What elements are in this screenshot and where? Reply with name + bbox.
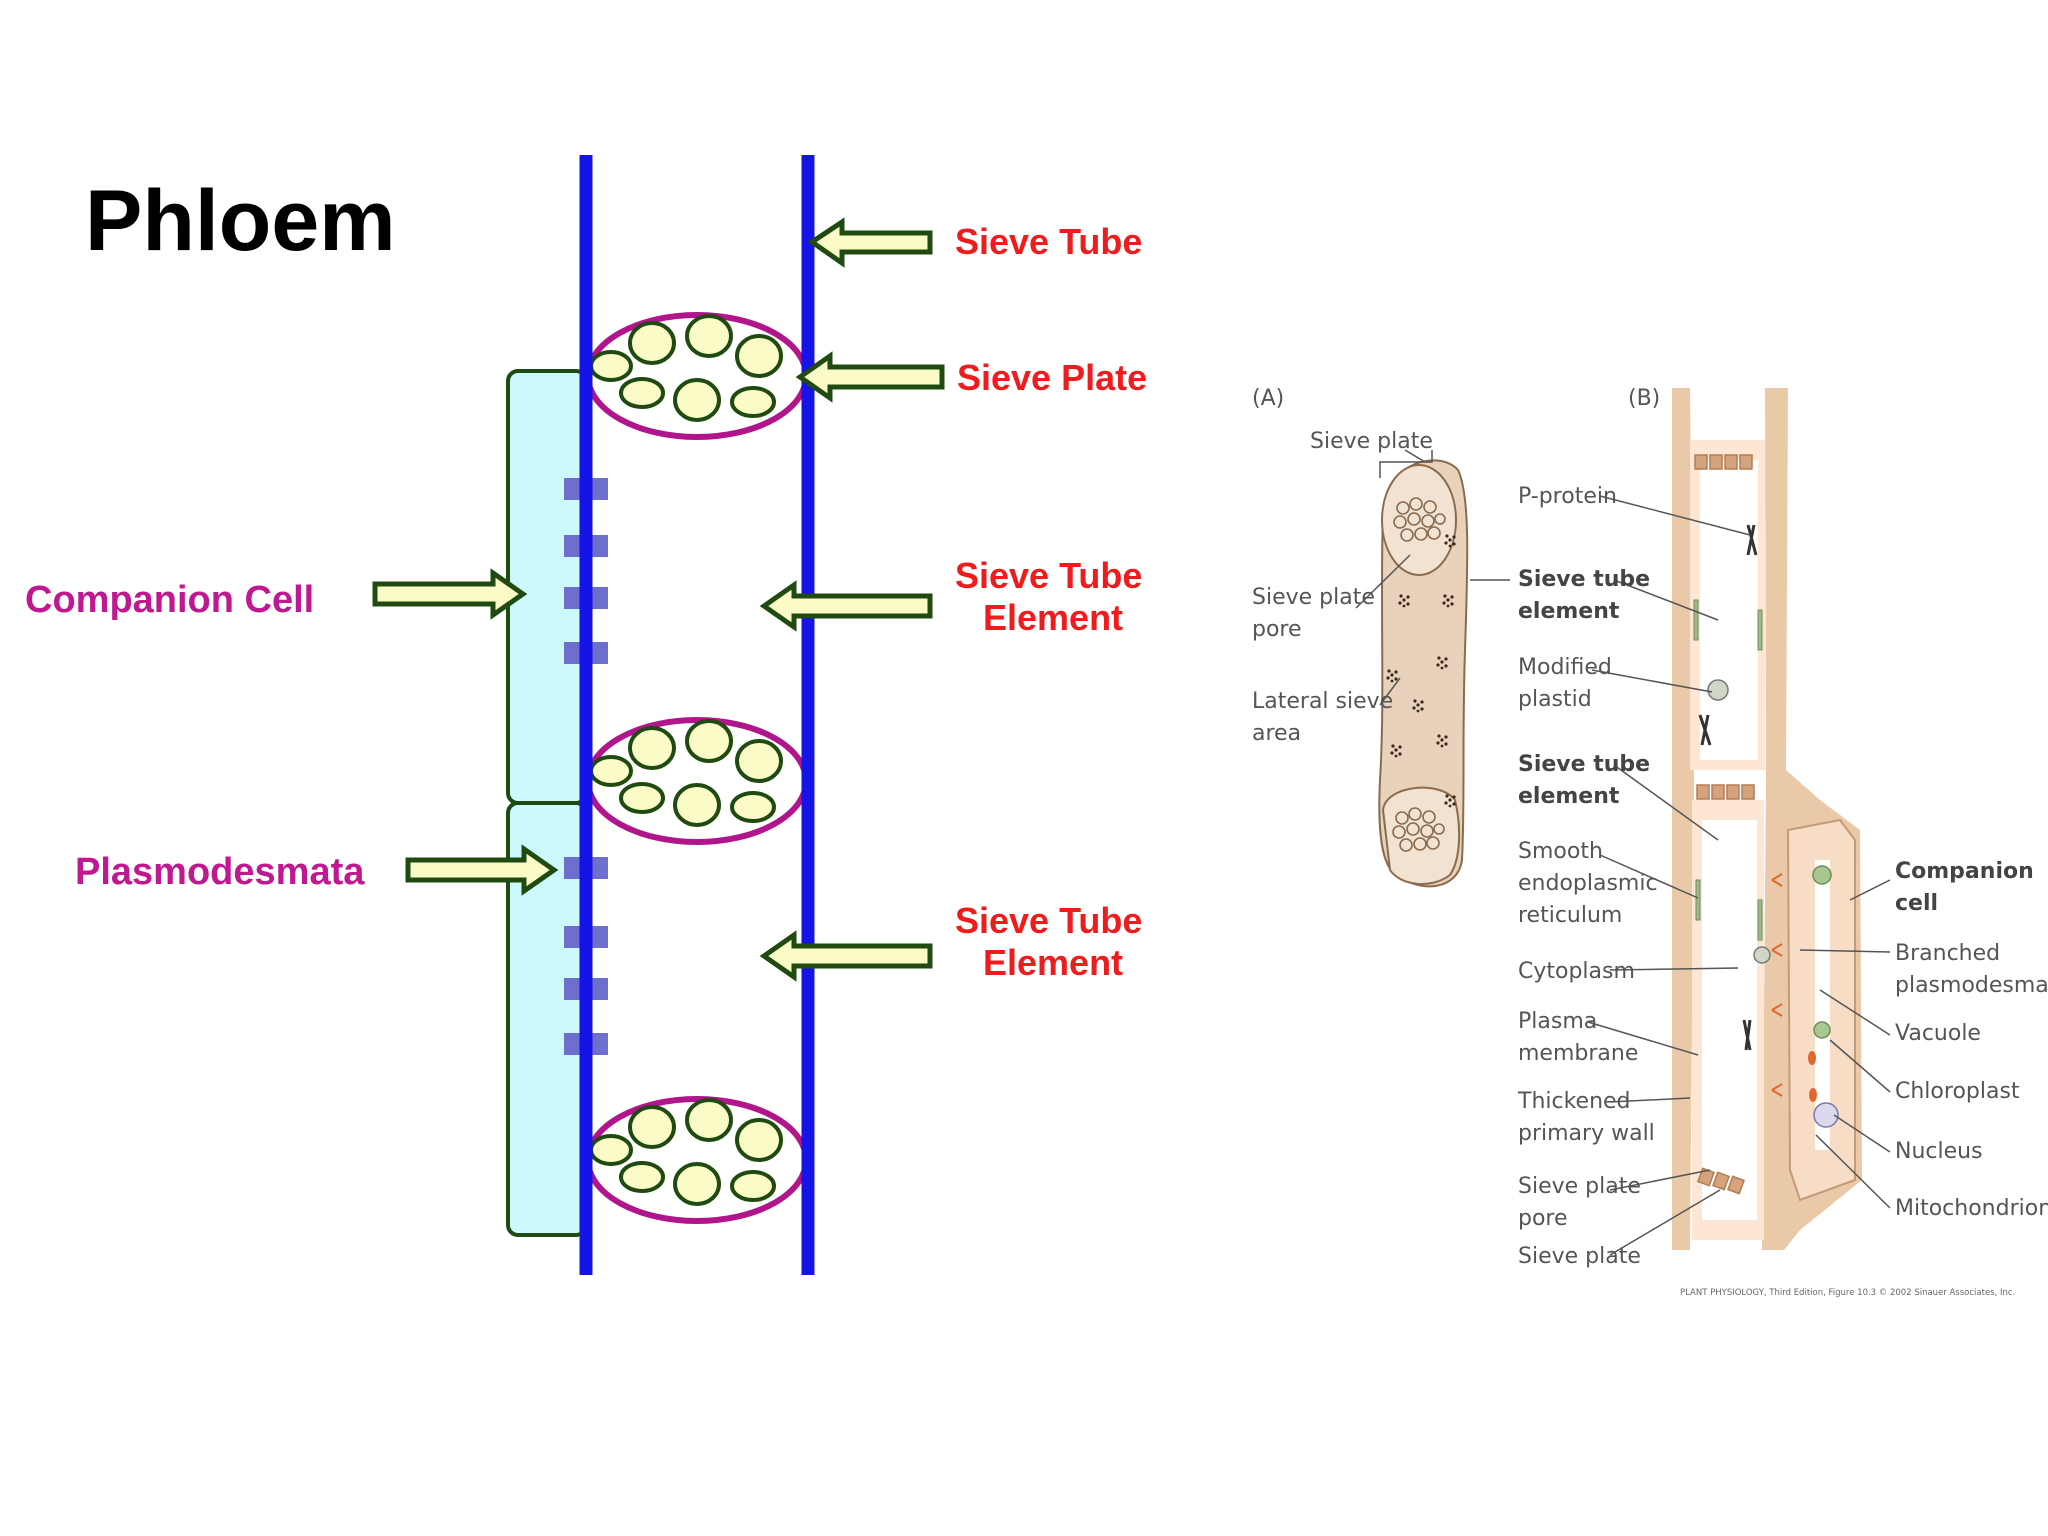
label-b-ser-2: endoplasmic (1518, 871, 1658, 896)
label-b-cytoplasm: Cytoplasm (1518, 959, 1635, 984)
label-a-sieve-plate-pore-1: Sieve plate (1252, 585, 1375, 610)
label-a-sieve-plate-pore-2: pore (1252, 617, 1302, 642)
label-b-ser-1: Smooth (1518, 839, 1603, 864)
label-sieve-tube-element-1-line2: Element (983, 597, 1123, 638)
label-b-branched-1: Branched (1895, 941, 2000, 966)
label-b-companion-1: Companion (1895, 859, 2034, 884)
label-b-ste1-2: element (1518, 599, 1620, 624)
label-b-thickened-wall-1: Thickened (1517, 1089, 1631, 1114)
label-sieve-tube-element-2-line2: Element (983, 942, 1123, 983)
label-companion-cell: Companion Cell (25, 579, 314, 621)
label-b-modified-plastid-1: Modified (1518, 655, 1612, 680)
label-b-branched-2: plasmodesmata (1895, 973, 2048, 998)
arrow-sieve-tube (807, 217, 933, 268)
arrow-sieve-tube-element-2 (759, 930, 933, 982)
panel-b-section (1672, 388, 1862, 1250)
label-a-lateral-sieve-area-2: area (1252, 721, 1301, 746)
label-b-thickened-wall-2: primary wall (1518, 1121, 1655, 1146)
left-schematic: Sieve Tube Sieve Plate Sieve Tube Elemen… (25, 155, 1147, 1275)
label-b-ste2-1: Sieve tube (1518, 752, 1650, 777)
panel-a-sieve-tube-element (1355, 449, 1510, 888)
label-b-vacuole: Vacuole (1895, 1021, 1981, 1046)
label-b-companion-2: cell (1895, 891, 1938, 916)
label-b-sp-pore-2: pore (1518, 1206, 1568, 1231)
label-b-ste2-2: element (1518, 784, 1620, 809)
arrow-plasmodesmata (405, 844, 559, 896)
panel-b-label: (B) (1628, 386, 1660, 411)
page-title: Phloem (85, 173, 396, 269)
label-a-sieve-plate: Sieve plate (1310, 429, 1433, 454)
arrow-companion-cell (372, 568, 528, 620)
label-b-ste1-1: Sieve tube (1518, 567, 1650, 592)
label-b-sieve-plate: Sieve plate (1518, 1244, 1641, 1269)
sieve-plate-top (585, 312, 809, 440)
label-b-chloroplast: Chloroplast (1895, 1079, 2020, 1104)
textbook-figure: (A) (B) Sieve plate Sieve plate pore Lat… (1252, 386, 2048, 1298)
label-b-ser-3: reticulum (1518, 903, 1622, 928)
label-b-plasma-membrane-1: Plasma (1518, 1009, 1597, 1034)
sieve-plate-bottom (585, 1096, 809, 1224)
label-sieve-plate: Sieve Plate (957, 357, 1147, 398)
label-b-sp-pore-1: Sieve plate (1518, 1174, 1641, 1199)
arrow-sieve-tube-element-1 (759, 580, 933, 632)
figure-credit: PLANT PHYSIOLOGY, Third Edition, Figure … (1680, 1288, 2015, 1298)
label-b-p-protein: P-protein (1518, 484, 1617, 509)
label-a-lateral-sieve-area-1: Lateral sieve (1252, 689, 1393, 714)
label-b-mitochondrion: Mitochondrion (1895, 1196, 2048, 1221)
label-plasmodesmata: Plasmodesmata (75, 851, 365, 893)
label-b-modified-plastid-2: plastid (1518, 687, 1592, 712)
panel-a-label: (A) (1252, 386, 1284, 411)
label-sieve-tube-element-1-line1: Sieve Tube (955, 555, 1142, 596)
arrow-sieve-plate (795, 351, 945, 403)
label-sieve-tube: Sieve Tube (955, 221, 1142, 262)
label-b-plasma-membrane-2: membrane (1518, 1041, 1638, 1066)
label-sieve-tube-element-2-line1: Sieve Tube (955, 900, 1142, 941)
label-b-nucleus: Nucleus (1895, 1139, 1983, 1164)
sieve-plate-middle (585, 717, 809, 845)
